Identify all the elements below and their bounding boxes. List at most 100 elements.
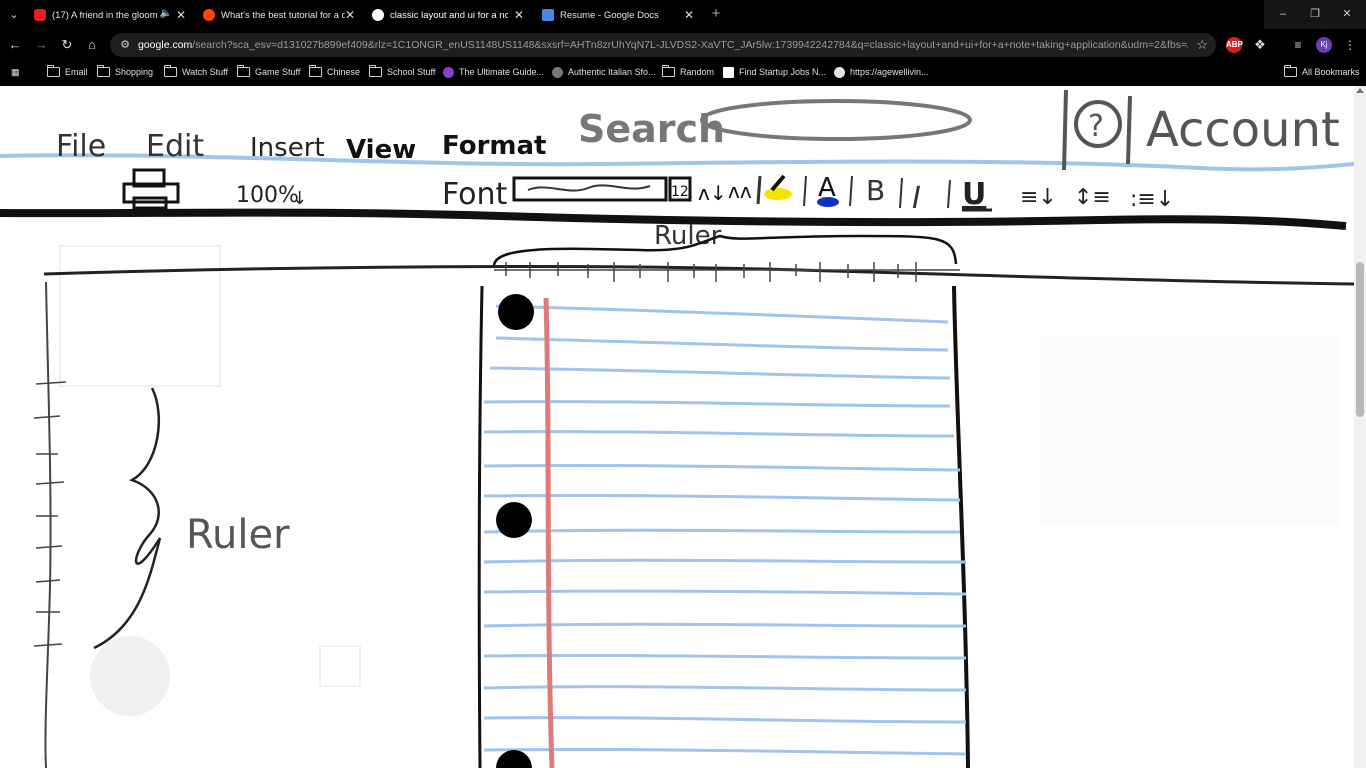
folder-icon (368, 65, 382, 77)
profile-avatar[interactable]: Kj (1316, 37, 1332, 53)
font-select[interactable] (512, 176, 668, 202)
page-divider-line (43, 265, 1354, 286)
bookmarks-bar: ▦ Email Shopping Watch Stuff Game Stuff … (0, 61, 1366, 83)
tab-reddit[interactable]: What's the best tutorial for a di ✕ (203, 4, 357, 26)
scroll-up-arrow-icon[interactable] (1356, 88, 1364, 93)
bookmark-folder-random[interactable]: Random (661, 64, 714, 80)
bookmark-folder-game-stuff[interactable]: Game Stuff (236, 64, 300, 80)
close-icon[interactable]: ✕ (513, 8, 525, 22)
menu-insert[interactable]: Insert (250, 133, 325, 163)
bookmark-agewell[interactable]: https://agewellivin... (834, 64, 929, 80)
menu-kebab-icon[interactable]: ⋮ (1344, 38, 1356, 52)
toolbar-divider (899, 177, 903, 209)
minimize-window-button[interactable]: – (1264, 0, 1302, 29)
tab-google-docs[interactable]: Resume - Google Docs ✕ (542, 4, 696, 26)
bookmark-star-icon[interactable]: ☆ (1196, 37, 1208, 52)
tab-youtube[interactable]: (17) A friend in the gloom - 🔈 ✕ (34, 4, 188, 26)
apps-grid-icon[interactable]: ▦ (11, 66, 20, 77)
highlighter-icon[interactable] (764, 174, 792, 200)
bookmark-folder-school-stuff[interactable]: School Stuff (368, 64, 435, 80)
bold-button[interactable]: B (866, 174, 885, 207)
top-ruler-ticks (505, 262, 917, 282)
globe-icon (834, 66, 845, 78)
adblock-extension-icon[interactable]: ABP (1226, 37, 1243, 53)
close-icon[interactable]: ✕ (344, 8, 356, 22)
toolbar-divider (803, 175, 807, 207)
tab-search-chevron-icon[interactable]: ⌄ (9, 9, 19, 21)
font-size-box[interactable] (668, 176, 692, 202)
close-window-button[interactable]: ✕ (1328, 0, 1366, 29)
navigation-bar: ← → ↻ ⌂ ⚙ google.com/search?sca_esv=d131… (0, 31, 1366, 59)
address-bar[interactable]: ⚙ google.com/search?sca_esv=d131027b899e… (110, 33, 1216, 57)
search-label: Search (578, 107, 725, 151)
close-icon[interactable]: ✕ (683, 8, 695, 22)
bookmark-label: Email (65, 67, 88, 77)
ruled-lines (483, 304, 967, 756)
browser-chrome: ⌄ (17) A friend in the gloom - 🔈 ✕ What'… (0, 0, 1366, 86)
url-path: /search?sca_esv=d131027b899ef409&rlz=1C1… (192, 39, 1188, 51)
blue-guide-line (0, 153, 1354, 172)
folder-icon (308, 65, 322, 77)
bookmark-folder-email[interactable]: Email (46, 64, 88, 80)
all-bookmarks-folder[interactable]: All Bookmarks (1283, 64, 1360, 80)
url-text[interactable]: google.com/search?sca_esv=d131027b899ef4… (138, 38, 1188, 52)
help-icon[interactable] (1074, 100, 1122, 148)
menu-file[interactable]: File (56, 129, 106, 164)
restore-window-button[interactable]: ❐ (1296, 0, 1334, 29)
bookmark-folder-shopping[interactable]: Shopping (96, 64, 153, 80)
align-dropdown-icon[interactable]: ≡↓ (1020, 185, 1057, 210)
bookmark-startup-jobs[interactable]: Find Startup Jobs N... (723, 64, 826, 80)
zoom-select[interactable]: 100% (236, 183, 299, 208)
text-color-button[interactable]: A (818, 173, 836, 203)
bookmark-label: Chinese (327, 67, 361, 77)
decrease-font-icon[interactable]: ʌ↓ (698, 181, 727, 205)
speaker-icon[interactable]: 🔈 (159, 8, 172, 19)
zoom-down-arrow-icon[interactable]: ↓ (292, 188, 307, 209)
bookmark-label: https://agewellivin... (850, 67, 929, 77)
underline-button[interactable]: U (962, 177, 986, 212)
scroll-thumb[interactable] (1356, 262, 1364, 417)
home-icon[interactable]: ⌂ (88, 37, 96, 52)
back-arrow-icon[interactable]: ← (8, 37, 22, 52)
menu-view[interactable]: View (346, 135, 416, 165)
divider-line (1126, 95, 1132, 165)
printer-icon[interactable] (122, 168, 180, 210)
binder-hole (496, 750, 532, 768)
bookmark-italian-sfogliatelle[interactable]: Authentic Italian Sfo... (552, 64, 656, 80)
tab-google-search[interactable]: classic layout and ui for a note t ✕ (372, 4, 526, 26)
folder-icon (661, 65, 675, 77)
close-icon[interactable]: ✕ (175, 8, 187, 22)
extensions-puzzle-icon[interactable]: ❖ (1254, 37, 1266, 52)
account-button[interactable]: Account (1146, 102, 1340, 158)
site-info-icon[interactable]: ⚙ (120, 39, 130, 51)
forward-arrow-icon[interactable]: → (34, 37, 48, 52)
docs-icon (542, 9, 554, 21)
line-spacing-icon[interactable]: ↕≡ (1074, 185, 1111, 210)
page-scrollbar[interactable] (1354, 86, 1366, 768)
bookmark-folder-chinese[interactable]: Chinese (308, 64, 361, 80)
sketch-image-viewer: File Edit Insert View Format Search ? Ac… (0, 86, 1354, 768)
search-input[interactable] (700, 99, 972, 141)
italic-button[interactable]: I (912, 181, 921, 216)
new-tab-plus-icon[interactable]: + (711, 5, 721, 22)
menu-format[interactable]: Format (442, 131, 546, 161)
menu-edit[interactable]: Edit (146, 129, 204, 164)
toolbar-bottom-line (0, 208, 1347, 230)
text-color-swatch (817, 197, 839, 207)
font-label: Font (442, 177, 508, 212)
side-ruler-label: Ruler (186, 512, 290, 558)
notebook-page[interactable] (477, 285, 970, 768)
bookmark-label: The Ultimate Guide... (459, 67, 545, 77)
note-app-wireframe-sketch: File Edit Insert View Format Search ? Ac… (0, 89, 1354, 768)
bookmark-ultimate-guide[interactable]: The Ultimate Guide... (443, 64, 544, 80)
left-ruler-ticks (33, 381, 67, 647)
reddit-icon (203, 9, 215, 21)
tab-title: (17) A friend in the gloom - (52, 9, 160, 21)
tab-title: classic layout and ui for a note t (390, 9, 508, 21)
increase-font-icon[interactable]: ʌʌ (728, 179, 752, 203)
list-dropdown-icon[interactable]: :≡↓ (1130, 187, 1174, 212)
folder-icon (96, 65, 110, 77)
reload-icon[interactable]: ↻ (61, 37, 73, 52)
bookmark-folder-watch-stuff[interactable]: Watch Stuff (163, 64, 228, 80)
media-controls-icon[interactable]: ≡ (1294, 38, 1302, 52)
